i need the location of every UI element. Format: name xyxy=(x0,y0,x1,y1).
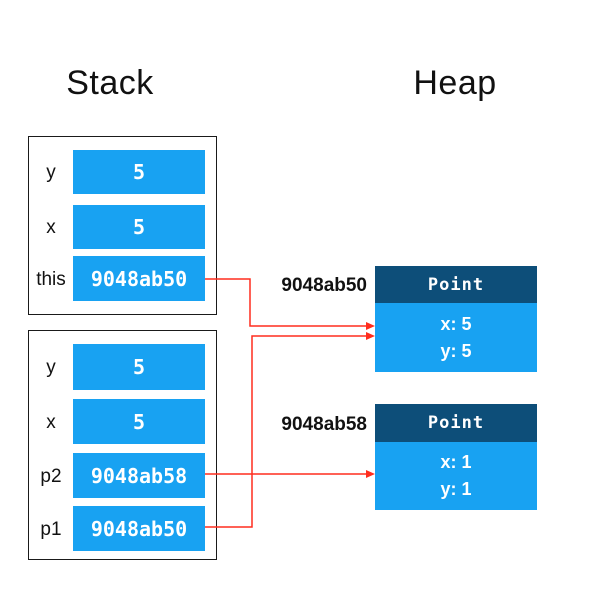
slot-value: 5 xyxy=(132,409,146,434)
heap-class-name: Point xyxy=(427,413,485,433)
heap-object-body: x: 5 y: 5 xyxy=(375,303,537,372)
heap-object-body: x: 1 y: 1 xyxy=(375,442,537,510)
heap-title: Heap xyxy=(413,64,497,102)
slot-label: x xyxy=(46,217,56,238)
heap-class-name: Point xyxy=(427,274,485,295)
heap-object-address: 9048ab50 xyxy=(281,275,367,296)
slot-value-box: 5 xyxy=(73,399,205,444)
stack-frame-2: y 5 x 5 p2 9048ab58 p1 9048ab50 xyxy=(28,330,217,560)
slot-value-box: 5 xyxy=(73,344,205,390)
heap-object-address: 9048ab58 xyxy=(281,414,367,435)
slot-value: 5 xyxy=(132,160,146,184)
slot-value-box: 5 xyxy=(73,150,205,194)
slot-value-box: 9048ab50 xyxy=(73,506,205,551)
slot-label: y xyxy=(46,162,56,183)
slot-value-box: 9048ab58 xyxy=(73,453,205,498)
heap-field: y: 1 xyxy=(440,479,472,499)
heap-object-header: Point xyxy=(375,404,537,442)
slot-value: 5 xyxy=(132,355,146,379)
slot-value-box: 5 xyxy=(73,205,205,249)
slot-value: 9048ab50 xyxy=(90,266,188,291)
slot-value: 9048ab58 xyxy=(90,463,188,488)
slot-label: p1 xyxy=(40,519,62,540)
slot-value: 5 xyxy=(132,215,146,239)
heap-field: x: 5 xyxy=(440,313,472,334)
stack-frame-1: y 5 x 5 this 9048ab50 xyxy=(28,136,217,315)
slot-label: x xyxy=(46,412,56,433)
slot-label: y xyxy=(46,357,56,378)
slot-label: p2 xyxy=(40,466,62,487)
slot-label: this xyxy=(36,269,66,290)
heap-object-header: Point xyxy=(375,266,537,303)
heap-field: y: 5 xyxy=(440,340,472,361)
stack-title: Stack xyxy=(66,64,154,102)
slot-value-box: 9048ab50 xyxy=(73,256,205,301)
heap-field: x: 1 xyxy=(440,452,472,472)
slot-value: 9048ab50 xyxy=(90,516,188,541)
